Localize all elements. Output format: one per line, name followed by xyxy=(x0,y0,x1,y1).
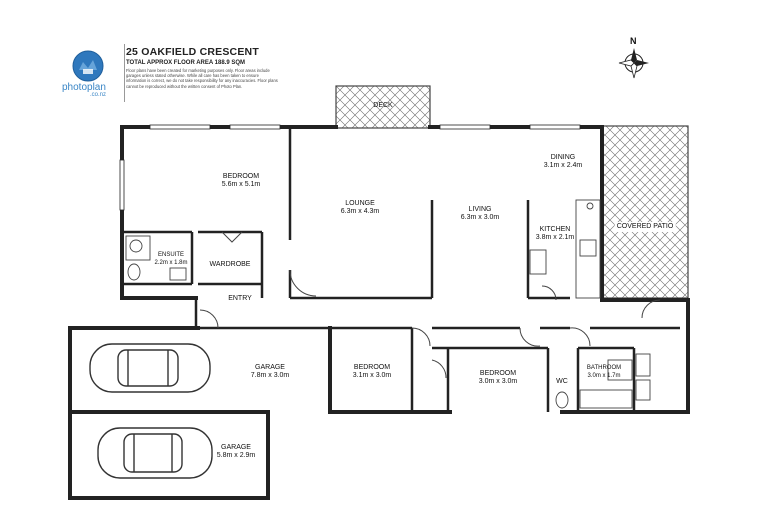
room-name: BEDROOM xyxy=(222,173,260,180)
room-dimensions: 5.8m x 2.9m xyxy=(216,452,256,459)
room-dimensions: 6.3m x 4.3m xyxy=(340,208,380,215)
room-dining: DINING 3.1m x 2.4m xyxy=(544,154,583,170)
logo-domain: .co.nz xyxy=(90,92,107,98)
car-1 xyxy=(89,343,211,393)
room-name: WARDROBE xyxy=(209,261,251,268)
room-kitchen: KITCHEN 3.8m x 2.1m xyxy=(536,226,575,242)
header-divider xyxy=(124,44,125,102)
room-name: BATHROOM xyxy=(586,365,622,371)
room-name: GARAGE xyxy=(221,444,251,451)
room-garage-2: GARAGE 5.8m x 2.9m xyxy=(217,444,256,460)
room-dimensions: 3.1m x 2.4m xyxy=(543,162,583,169)
logo-wordmark: photoplan xyxy=(62,82,106,93)
room-dimensions: 2.2m x 1.8m xyxy=(154,260,188,266)
room-bedroom-3: BEDROOM 3.0m x 3.0m xyxy=(479,370,518,386)
room-name: DINING xyxy=(550,154,576,161)
room-name: WC xyxy=(556,378,568,385)
room-name: ENTRY xyxy=(228,295,252,302)
room-wardrobe: WARDROBE xyxy=(210,261,251,269)
property-title: 25 OAKFIELD CRESCENT xyxy=(126,46,259,58)
door-swings xyxy=(199,231,661,379)
room-living: LIVING 6.3m x 3.0m xyxy=(461,206,500,222)
floor-area: TOTAL APPROX FLOOR AREA 188.9 SQM xyxy=(126,60,246,66)
room-name: COVERED PATIO xyxy=(616,223,674,230)
logo-globe-icon xyxy=(72,50,104,82)
room-name: KITCHEN xyxy=(539,226,571,233)
disclaimer-text: Floor plans have been created for market… xyxy=(126,68,278,89)
room-dimensions: 3.8m x 2.1m xyxy=(535,234,575,241)
room-lounge: LOUNGE 6.3m x 4.3m xyxy=(341,200,380,216)
fixtures xyxy=(125,199,651,409)
room-bedroom-main: BEDROOM 5.6m x 5.1m xyxy=(222,173,261,189)
compass-north-label: N xyxy=(630,36,637,46)
room-wc: WC xyxy=(556,378,568,386)
room-dimensions: 3.0m x 3.0m xyxy=(478,378,518,385)
room-name: LIVING xyxy=(468,206,492,213)
deck-area xyxy=(335,85,431,129)
room-covered-patio: COVERED PATIO xyxy=(614,222,676,232)
photoplan-logo xyxy=(70,48,106,84)
logo-text: photoplan .co.nz xyxy=(62,82,106,98)
room-dimensions: 7.8m x 3.0m xyxy=(250,372,290,379)
room-name: GARAGE xyxy=(255,364,285,371)
room-name: LOUNGE xyxy=(345,200,375,207)
room-dimensions: 5.6m x 5.1m xyxy=(221,181,261,188)
room-bathroom: BATHROOM 3.0m x 1.7m xyxy=(587,364,621,380)
room-dimensions: 3.0m x 1.7m xyxy=(587,373,621,379)
covered-patio-area xyxy=(601,125,689,299)
room-entry: ENTRY xyxy=(228,295,252,303)
room-dimensions: 6.3m x 3.0m xyxy=(460,214,500,221)
room-name: ENSUITE xyxy=(157,252,185,258)
room-ensuite: ENSUITE 2.2m x 1.8m xyxy=(154,251,187,267)
room-garage-1: GARAGE 7.8m x 3.0m xyxy=(251,364,290,380)
windows xyxy=(119,124,581,211)
room-name: DECK xyxy=(373,102,393,109)
room-dimensions: 3.1m x 3.0m xyxy=(352,372,392,379)
room-bedroom-2: BEDROOM 3.1m x 3.0m xyxy=(353,364,392,380)
car-2 xyxy=(97,427,213,479)
compass-rose-icon xyxy=(618,48,649,79)
interior-walls xyxy=(122,127,680,412)
room-name: BEDROOM xyxy=(479,370,517,377)
room-name: BEDROOM xyxy=(353,364,391,371)
room-deck: DECK xyxy=(373,102,392,110)
